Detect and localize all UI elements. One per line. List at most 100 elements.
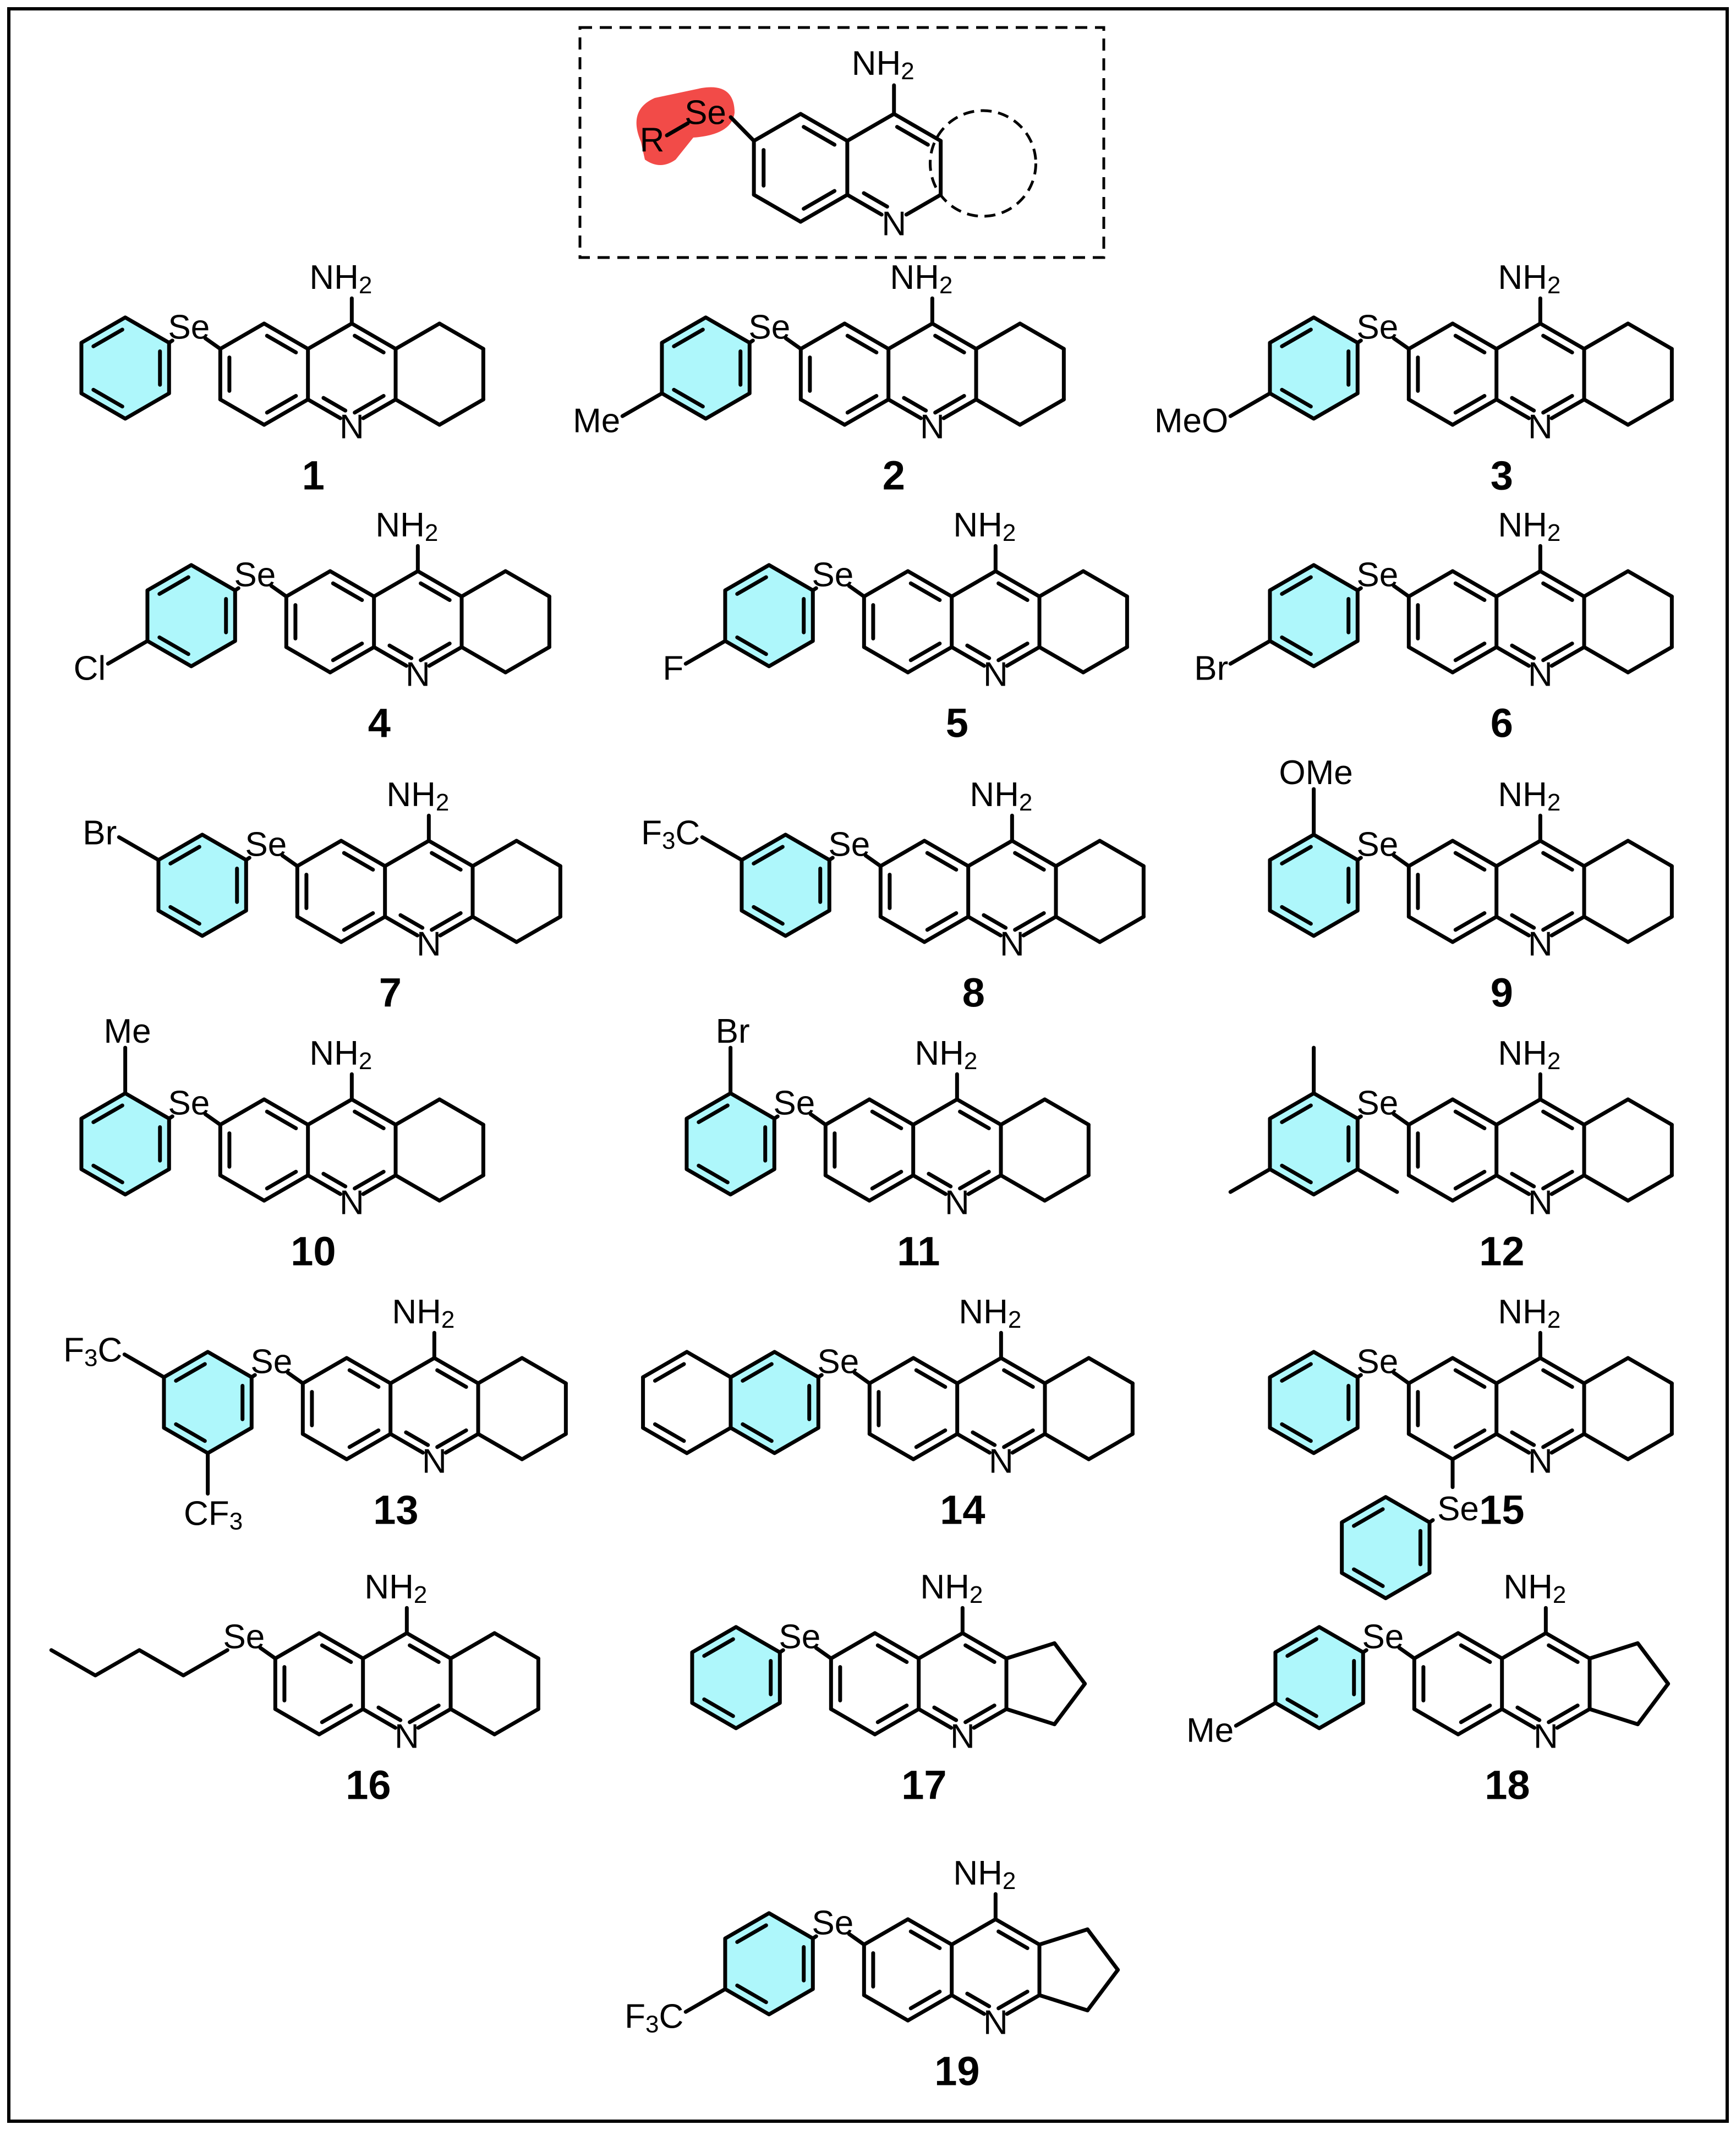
ring-bond bbox=[798, 397, 847, 427]
double-bond-inner bbox=[845, 393, 879, 415]
nitrogen-label: N bbox=[1528, 656, 1553, 694]
ring-bond bbox=[1549, 1173, 1586, 1196]
ring-bond bbox=[1543, 1631, 1592, 1661]
double-bond-inner bbox=[347, 1368, 381, 1389]
ring-bond bbox=[306, 397, 343, 420]
ring-bond bbox=[443, 1432, 480, 1455]
ring-bond bbox=[845, 193, 884, 217]
compound-number: 6 bbox=[1491, 700, 1513, 746]
ring-bond bbox=[1406, 1097, 1455, 1127]
ring-bond bbox=[317, 1631, 365, 1661]
ring-bond bbox=[1494, 839, 1542, 868]
double-bond-inner bbox=[1547, 1643, 1580, 1664]
ring-bond bbox=[1500, 1707, 1537, 1730]
se-aryl-bond bbox=[816, 1373, 824, 1379]
ring-bond bbox=[917, 1631, 965, 1661]
selenium-label: Se bbox=[168, 308, 210, 346]
ring-bond bbox=[218, 1097, 266, 1127]
se-aryl-bond bbox=[1355, 338, 1363, 345]
ring-bond bbox=[922, 915, 971, 944]
double-bond-inner bbox=[908, 581, 942, 603]
compound-number: 18 bbox=[1485, 1762, 1530, 1808]
ring-bond bbox=[1081, 645, 1129, 675]
double-bond-inner bbox=[908, 641, 942, 662]
substituent-label: Br bbox=[716, 1012, 750, 1050]
ring-bond bbox=[372, 645, 409, 668]
double-bond-inner bbox=[925, 911, 959, 932]
nitrogen-label: N bbox=[983, 656, 1008, 694]
double-bond-inner bbox=[1280, 575, 1313, 596]
amine-label: NH2 bbox=[920, 1568, 983, 1608]
double-bond-inner bbox=[672, 327, 705, 348]
ring-bond bbox=[1037, 1993, 1089, 2013]
ring-bond bbox=[911, 1097, 959, 1127]
se-bond bbox=[269, 584, 288, 599]
ring-bond bbox=[1626, 645, 1674, 675]
substituent-bond bbox=[122, 1352, 166, 1379]
double-bond-inner bbox=[902, 396, 928, 413]
ring-bond bbox=[862, 1993, 910, 2023]
generic-fused-ring bbox=[928, 109, 1037, 218]
se-aryl-bond bbox=[233, 586, 240, 593]
double-bond-inner bbox=[914, 1368, 948, 1389]
ring-bond bbox=[339, 839, 387, 868]
ring-bond bbox=[262, 321, 310, 351]
ring-bond bbox=[273, 1707, 321, 1737]
compound-number: 5 bbox=[946, 700, 968, 746]
ring-bond bbox=[1626, 839, 1674, 868]
ring-bond bbox=[941, 397, 978, 420]
amine-label: NH2 bbox=[1498, 1034, 1560, 1075]
ring-bond bbox=[1054, 839, 1102, 868]
ring-bond bbox=[300, 1432, 349, 1461]
double-bond-inner bbox=[702, 1697, 735, 1718]
selenium-label: Se bbox=[1356, 825, 1398, 863]
ring-bond bbox=[886, 321, 934, 351]
se-aryl-bond bbox=[1355, 1114, 1363, 1121]
nitrogen-label: N bbox=[1000, 926, 1025, 963]
se-aryl-bond bbox=[811, 1934, 818, 1941]
double-bond-inner bbox=[1541, 641, 1574, 662]
ring-bond bbox=[1406, 1432, 1455, 1461]
ring-bond bbox=[1494, 915, 1531, 938]
ring-bond bbox=[459, 645, 508, 675]
nitrogen-label: N bbox=[339, 1184, 364, 1222]
se-aryl-bond bbox=[1355, 586, 1363, 593]
ring-bond bbox=[950, 645, 987, 668]
double-bond-inner bbox=[1541, 393, 1574, 415]
ring-bond bbox=[432, 1356, 480, 1386]
naphthyl-ring-a bbox=[729, 1350, 820, 1455]
ring-bond bbox=[1054, 915, 1102, 944]
ring-bond bbox=[1085, 1927, 1120, 1972]
double-bond-inner bbox=[875, 1643, 909, 1664]
ring-bond bbox=[437, 397, 485, 427]
double-bond-inner bbox=[908, 1929, 942, 1951]
selenium-label: Se bbox=[223, 1618, 265, 1656]
double-bond-inner bbox=[1453, 1368, 1487, 1389]
amine-label: NH2 bbox=[970, 776, 1032, 816]
se-bond bbox=[1392, 336, 1411, 351]
double-bond-inner bbox=[157, 575, 190, 596]
ring-bond bbox=[993, 569, 1042, 599]
ring-bond bbox=[1582, 1432, 1630, 1461]
double-bond-inner bbox=[1541, 581, 1574, 603]
ring-bond bbox=[361, 1173, 398, 1196]
selenium-label: Se bbox=[1356, 1084, 1398, 1122]
double-bond-inner bbox=[1541, 1368, 1574, 1389]
substituent-label: Me bbox=[1186, 1711, 1234, 1749]
double-bond-inner bbox=[1280, 1422, 1313, 1443]
r-group-label: R bbox=[640, 122, 665, 160]
se-bond bbox=[814, 1646, 833, 1661]
selenium-label: Se bbox=[1356, 308, 1398, 346]
double-bond-inner bbox=[965, 643, 992, 660]
double-bond-inner bbox=[408, 1643, 441, 1664]
ring-bond bbox=[867, 1173, 916, 1203]
double-bond-inner bbox=[419, 581, 452, 603]
ring-bond bbox=[950, 569, 998, 599]
selenium-label: Se bbox=[773, 1084, 815, 1122]
substituent-bond bbox=[700, 835, 744, 862]
double-bond-inner bbox=[91, 387, 124, 409]
ring-bond bbox=[1626, 1097, 1674, 1127]
